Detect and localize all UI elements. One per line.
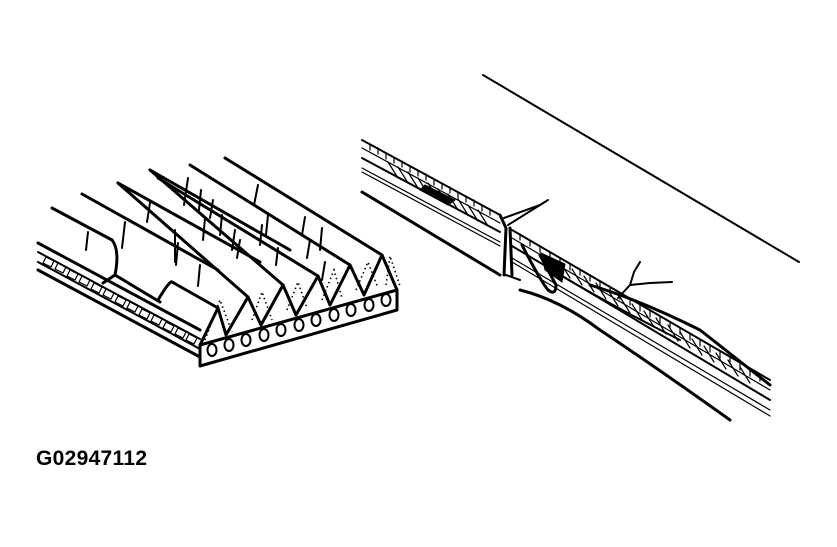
figure-id-caption: G02947112	[36, 447, 148, 470]
ribbed-belt-illustration	[36, 156, 401, 368]
belt-damage-illustration	[360, 74, 800, 422]
